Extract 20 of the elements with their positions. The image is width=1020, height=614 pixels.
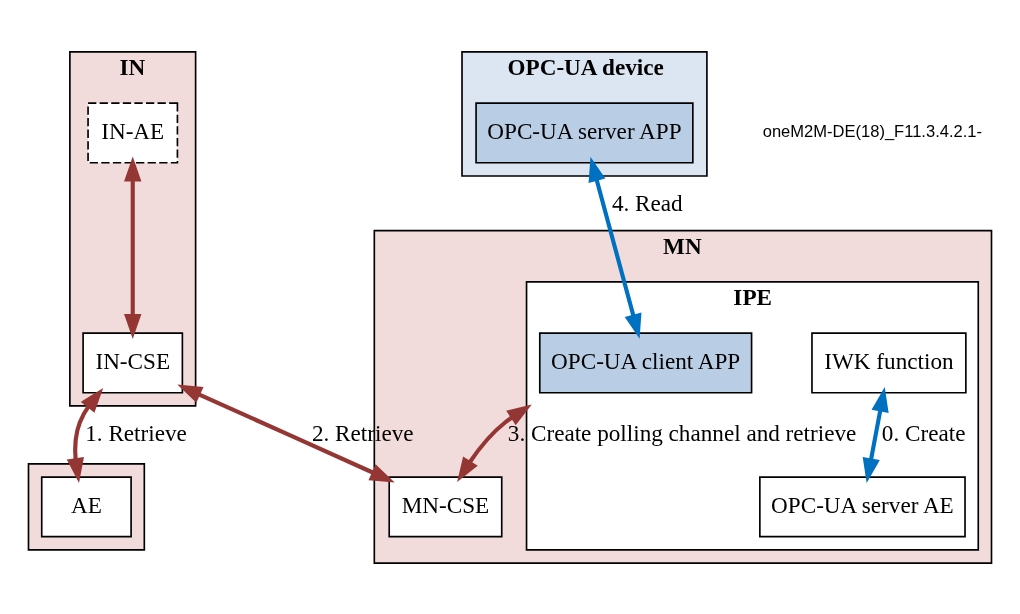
node-box: MN-CSE (388, 475, 503, 537)
node-box: OPC-UA server APP (475, 101, 694, 164)
arrow (124, 156, 142, 339)
arrow (862, 386, 889, 483)
arrow (588, 156, 642, 339)
node-box: IWK function (811, 331, 967, 394)
cluster (27, 462, 146, 551)
edge-label: 3. Create polling channel and retrieve (507, 419, 857, 446)
node-box: AE (40, 475, 132, 537)
node-box: OPC-UA client APP (538, 331, 753, 394)
label: oneM2M-DE(18)_F11.3.4.2.1- (762, 121, 983, 141)
edge-label: 1. Retrieve (85, 419, 187, 446)
arrow (177, 384, 395, 482)
node-box: OPC-UA server AE (759, 475, 966, 537)
node-box: IN-AE (87, 101, 179, 164)
arrow (66, 387, 104, 483)
node-box: IN-CSE (82, 331, 184, 394)
edge-label: 0. Create (881, 419, 966, 446)
edge-label: 4. Read (611, 189, 683, 216)
arrow (457, 403, 532, 482)
